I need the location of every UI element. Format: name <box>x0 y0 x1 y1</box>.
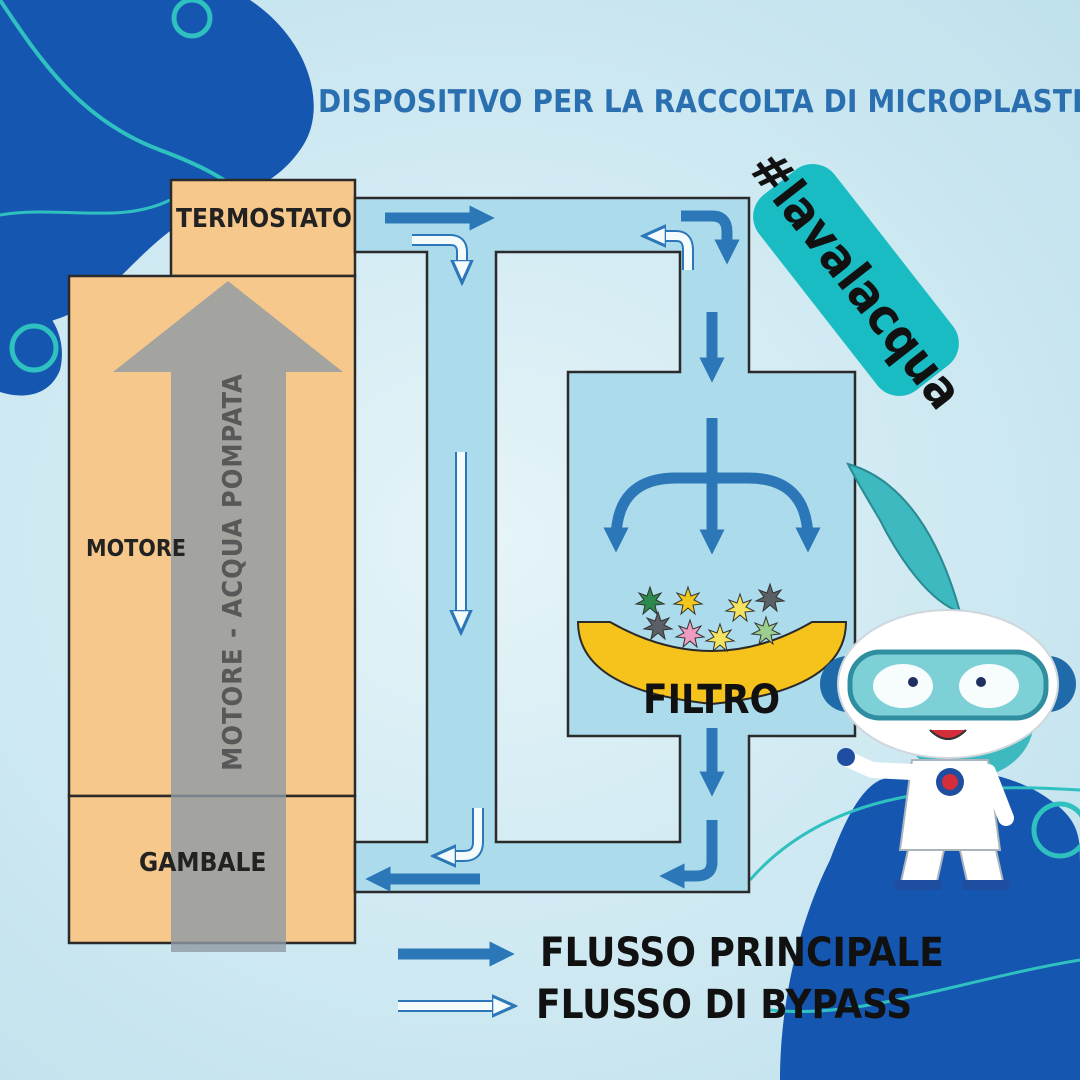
diagram-title: DISPOSITIVO PER LA RACCOLTA DI MICROPLAS… <box>318 84 1080 120</box>
termostato-box <box>169 178 357 278</box>
main-flow-arrow-corner <box>681 210 740 265</box>
particle <box>642 610 674 641</box>
particle <box>724 592 756 623</box>
bypass-arrow-top-left <box>412 234 462 270</box>
mascot <box>820 462 1076 890</box>
legend-bypass-label: FLUSSO DI BYPASS <box>536 982 913 1028</box>
pump-arrow-label: MOTORE - ACQUA POMPATA <box>217 373 249 771</box>
gambale-label: GAMBALE <box>139 848 267 878</box>
legend-main-label: FLUSSO PRINCIPALE <box>540 930 944 976</box>
filtro-label: FILTRO <box>643 677 781 723</box>
particle <box>704 622 736 653</box>
termostato-label: TERMOSTATO <box>176 204 352 234</box>
main-flow-arrow-left <box>603 472 712 553</box>
main-flow-arrows <box>365 205 821 892</box>
main-flow-arrow-return-corner <box>659 820 718 889</box>
particle <box>634 585 666 616</box>
microplastic-particles <box>634 582 786 653</box>
pump-arrow <box>113 281 343 952</box>
pipe-circuit <box>353 196 857 894</box>
motore-label: MOTORE <box>86 536 186 562</box>
bypass-flow-arrows <box>412 234 694 856</box>
bypass-arrow-bottom <box>446 808 484 856</box>
particle <box>674 618 706 649</box>
filter-bowl <box>576 621 848 706</box>
bypass-arrow-top-right <box>656 236 694 270</box>
particle <box>754 582 786 613</box>
particle <box>672 585 704 616</box>
main-flow-arrow-right <box>712 472 821 553</box>
particle <box>750 615 782 646</box>
